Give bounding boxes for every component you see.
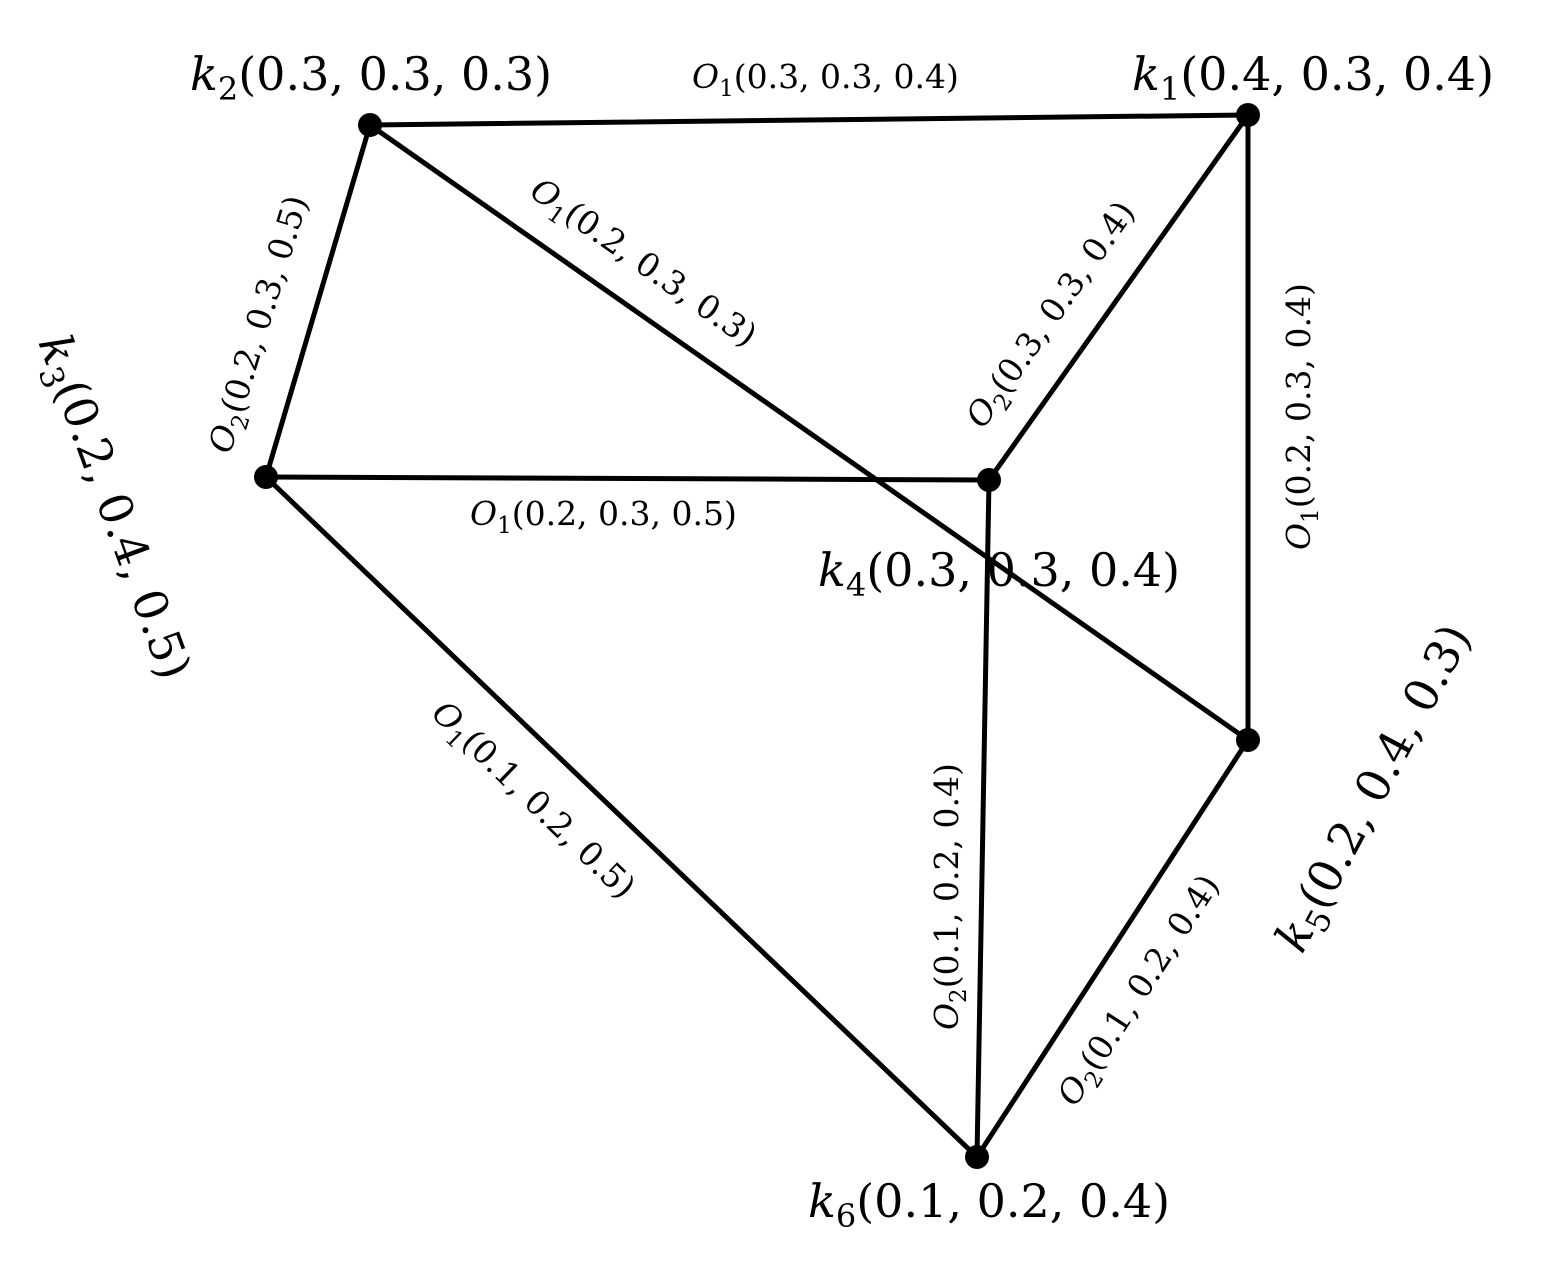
edge-label-k2-k5: O1(0.2, 0.3, 0.3) xyxy=(520,170,764,360)
edge-k3-k4 xyxy=(263,474,992,483)
vertex-k3 xyxy=(254,465,278,489)
edge-label-k3-k4: O1(0.2, 0.3, 0.5) xyxy=(470,494,737,539)
edge-k2-k3 xyxy=(263,122,373,480)
edge-k3-k6 xyxy=(263,474,980,1160)
edge-label-k2-k3: O2(0.2, 0.3, 0.5) xyxy=(200,191,321,459)
edges xyxy=(263,112,1251,1160)
vertex-k1 xyxy=(1236,103,1260,127)
vertex-label-k1: k1(0.4, 0.3, 0.4) xyxy=(1132,47,1494,108)
edge-label-k1-k5: O1(0.2, 0.3, 0.4) xyxy=(1279,283,1324,550)
vertices xyxy=(254,103,1260,1169)
edge-label-k1-k4: O2(0.3, 0.3, 0.4) xyxy=(958,194,1148,438)
edge-k5-k6 xyxy=(974,737,1251,1160)
edge-k4-k6 xyxy=(974,477,992,1160)
vertex-label-k3: k3(0.2, 0.4, 0.5) xyxy=(21,327,202,688)
vertex-labels: k2(0.3, 0.3, 0.3) k1(0.4, 0.3, 0.4) k3(0… xyxy=(21,47,1494,1235)
vertex-label-k6: k6(0.1, 0.2, 0.4) xyxy=(808,1174,1170,1235)
vertex-label-k4: k4(0.3, 0.3, 0.4) xyxy=(818,543,1180,604)
vertex-k2 xyxy=(358,113,382,137)
vertex-label-k2: k2(0.3, 0.3, 0.3) xyxy=(190,47,552,108)
edge-k2-k5 xyxy=(367,122,1251,743)
edge-label-k3-k6: O1(0.1, 0.2, 0.5) xyxy=(420,693,643,911)
vertex-k6 xyxy=(965,1145,989,1169)
edge-label-k2-k1: O1(0.3, 0.3, 0.4) xyxy=(692,57,959,102)
vertex-k5 xyxy=(1236,728,1260,752)
edge-label-k4-k6: O2(0.1, 0.2, 0.4) xyxy=(927,763,972,1030)
vertex-label-k5: k5(0.2, 0.4, 0.3) xyxy=(1264,615,1488,963)
vertex-k4 xyxy=(977,468,1001,492)
edge-k2-k1 xyxy=(367,112,1251,128)
edge-k1-k4 xyxy=(986,112,1251,483)
